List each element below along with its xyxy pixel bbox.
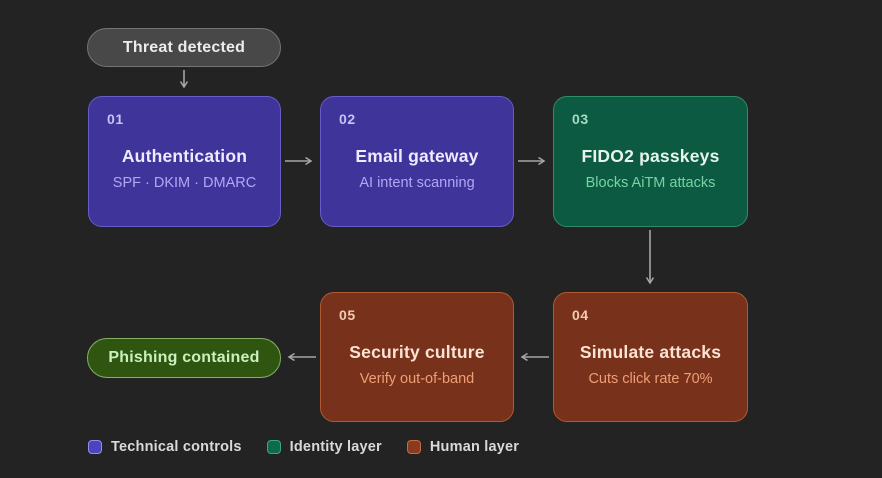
node-subtitle: Blocks AiTM attacks [585,175,716,191]
node-title: Email gateway [355,146,479,166]
node-title: Simulate attacks [579,342,722,362]
identity-layer-swatch-icon [266,440,281,454]
start-node-label: Threat detected [122,38,246,56]
node-subtitle: SPF · DKIM · DMARC [112,175,257,191]
end-node-phishing-contained: Phishing contained [87,338,281,378]
legend-label: Technical controls [111,439,242,455]
legend-label: Identity layer [289,439,382,455]
legend-item-identity: Identity layer [266,439,382,455]
node-step-number: 05 [339,307,356,323]
node-subtitle: AI intent scanning [359,175,475,191]
node-subtitle: Verify out-of-band [359,371,475,387]
node-authentication: 01 Authentication SPF · DKIM · DMARC [88,96,281,227]
node-title: FIDO2 passkeys [581,146,720,166]
legend: Technical controls Identity layer Human … [88,439,519,455]
node-step-number: 03 [572,111,589,127]
start-node-threat-detected: Threat detected [87,28,281,67]
legend-item-human: Human layer [406,439,520,455]
end-node-label: Phishing contained [108,349,260,366]
node-subtitle: Cuts click rate 70% [588,371,713,387]
legend-item-technical: Technical controls [88,439,242,455]
node-fido2-passkeys: 03 FIDO2 passkeys Blocks AiTM attacks [553,96,748,227]
node-step-number: 02 [339,111,356,127]
node-title: Security culture [349,342,485,362]
node-title: Authentication [121,146,248,166]
node-email-gateway: 02 Email gateway AI intent scanning [320,96,514,227]
legend-label: Human layer [429,439,520,455]
node-step-number: 01 [107,111,124,127]
node-step-number: 04 [572,307,589,323]
human-layer-swatch-icon [406,440,421,454]
technical-controls-swatch-icon [88,440,102,454]
node-simulate-attacks: 04 Simulate attacks Cuts click rate 70% [553,292,748,422]
node-security-culture: 05 Security culture Verify out-of-band [320,292,514,422]
